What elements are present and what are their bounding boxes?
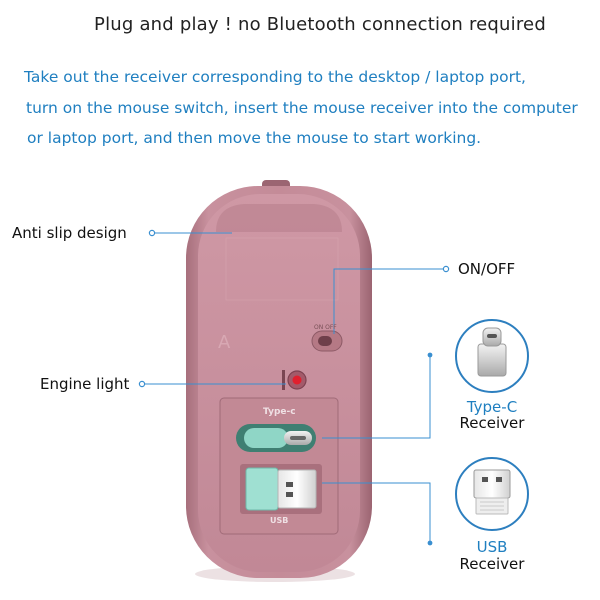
usb-receiver-icon [455, 457, 529, 531]
anti-slip-label: Anti slip design [12, 224, 127, 242]
type-c-plug-contact [290, 436, 306, 440]
on-off-label: ON/OFF [458, 260, 516, 278]
on-off-dot [442, 265, 450, 273]
headline: Plug and play ! no Bluetooth connection … [94, 14, 546, 35]
usb-receiver-in-slot [245, 467, 279, 511]
switch-label: ON OFF [314, 324, 337, 331]
sensor-bracket [282, 370, 285, 390]
usb-leader [322, 482, 431, 543]
power-switch-icon [318, 336, 332, 346]
type-c-leader [322, 355, 431, 439]
usb-leader-dot [427, 540, 433, 546]
anti-slip-pad [216, 204, 342, 232]
engine-light-dot [138, 380, 146, 388]
anti-slip-dot [148, 229, 156, 237]
usb-slot-label: USB [270, 516, 289, 525]
type-c-caption: Type-C [466, 398, 518, 416]
sensor-light-icon [292, 375, 302, 385]
usb-caption: USB [476, 538, 508, 556]
type-c-slot-label: Type-c [263, 407, 296, 417]
instruction-line-1: Take out the receiver corresponding to t… [24, 68, 526, 86]
usb-pin [286, 482, 293, 487]
usb-caption-suffix: Receiver [459, 555, 525, 573]
instruction-line-2: turn on the mouse switch, insert the mou… [26, 99, 578, 117]
type-c-receiver-in-slot [244, 428, 288, 448]
type-c-leader-dot [427, 352, 433, 358]
usb-pin [286, 492, 293, 497]
type-c-receiver-icon [455, 319, 529, 393]
type-c-caption-suffix: Receiver [459, 414, 525, 432]
usb-plug [277, 469, 317, 509]
engine-light-label: Engine light [40, 375, 130, 393]
mouse-letter-mark: A [218, 332, 231, 353]
on-off-leader [333, 268, 446, 334]
instruction-line-3: or laptop port, and then move the mouse … [27, 129, 482, 147]
